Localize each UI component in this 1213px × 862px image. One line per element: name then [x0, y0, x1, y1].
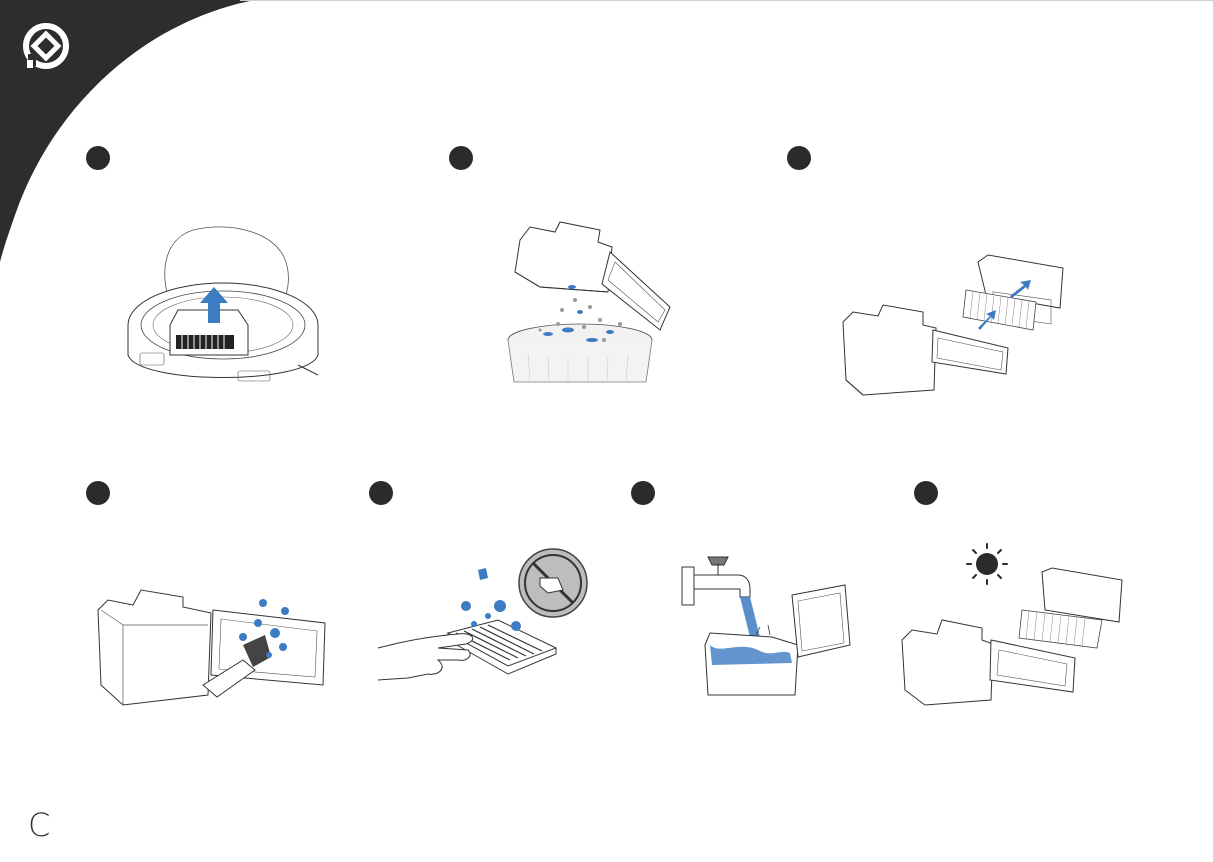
- empty-into-trash-illustration: [500, 212, 685, 382]
- step-marker-5: [369, 481, 393, 505]
- sun-dry-parts-illustration: [897, 540, 1129, 710]
- page-letter: C: [28, 806, 50, 844]
- step-marker-1: [86, 146, 110, 170]
- step-marker-3: [787, 146, 811, 170]
- brush-filter-illustration: [93, 585, 338, 710]
- step-marker-4: [86, 481, 110, 505]
- step-marker-7: [914, 481, 938, 505]
- rinse-dustbin-illustration: [680, 545, 860, 700]
- remove-filter-illustration: [838, 250, 1073, 400]
- brand-logo-icon: [20, 20, 72, 72]
- step-marker-2: [449, 146, 473, 170]
- tap-filter-no-water-illustration: [378, 548, 588, 693]
- top-rule: [240, 0, 1213, 1]
- robot-dustbin-lift-illustration: [118, 225, 328, 405]
- step-marker-6: [631, 481, 655, 505]
- sun-icon: [967, 544, 1007, 584]
